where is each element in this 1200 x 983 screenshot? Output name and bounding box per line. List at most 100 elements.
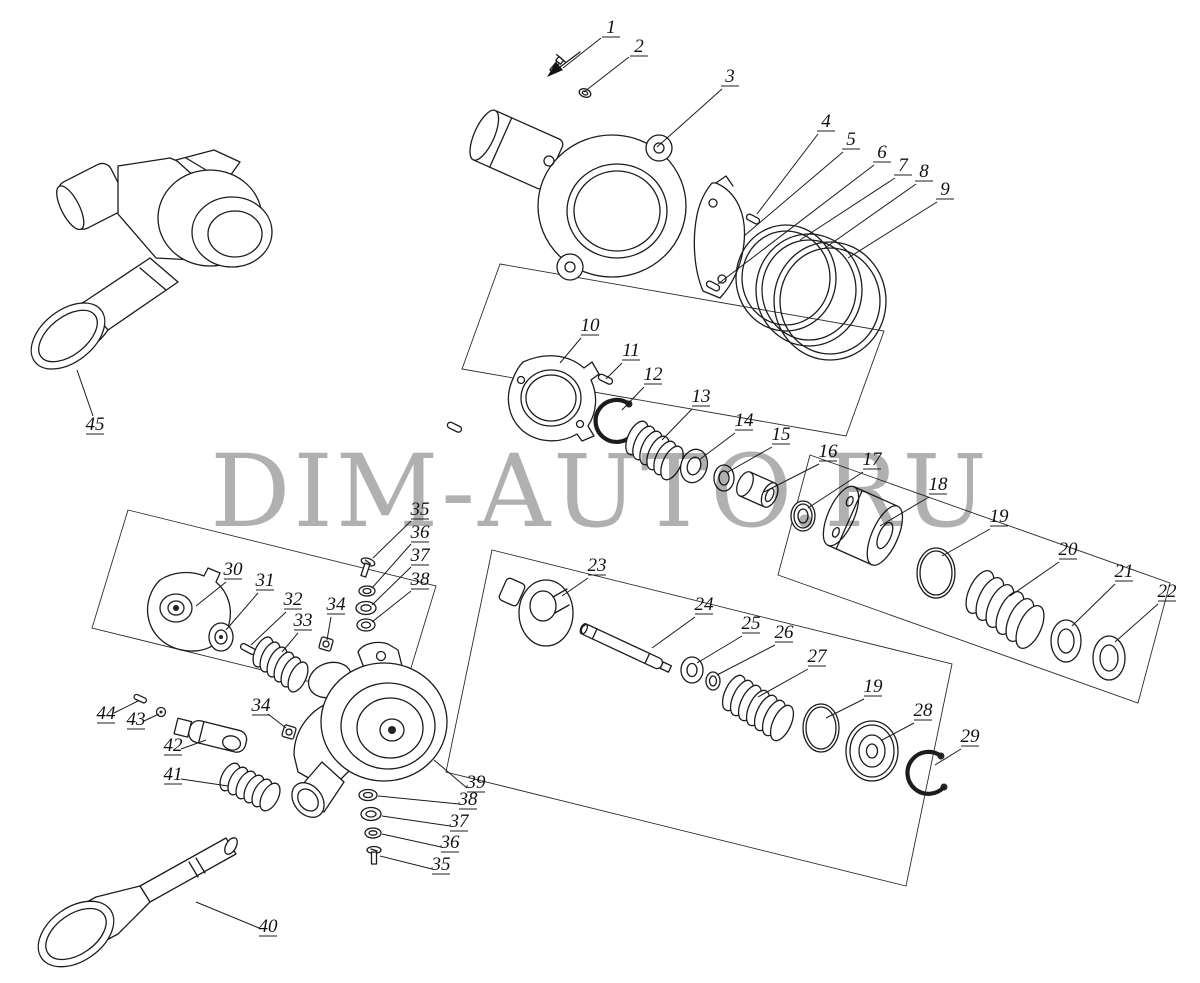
leader-line-21 <box>1071 583 1116 627</box>
washer-38 <box>356 618 376 632</box>
part-label-1: 1 <box>606 17 616 38</box>
part-label-17: 17 <box>863 449 884 470</box>
part-label-26: 26 <box>775 622 795 643</box>
leader-line-20 <box>1009 561 1060 597</box>
part-label-19: 19 <box>990 506 1010 527</box>
part-label-10: 10 <box>581 315 601 336</box>
cylinder-housing-3 <box>469 109 687 281</box>
cover-disc-30 <box>146 567 231 652</box>
leader-line-13 <box>661 408 693 441</box>
part-label-20: 20 <box>1059 539 1079 560</box>
washer-31 <box>208 622 234 652</box>
part-label-2: 2 <box>634 36 644 57</box>
leader-line-44 <box>113 700 139 714</box>
part-label-35: 35 <box>410 499 430 520</box>
washer-14 <box>679 448 709 484</box>
leader-line-24 <box>651 616 696 649</box>
part-label-33: 33 <box>293 610 313 631</box>
part-label-11: 11 <box>622 340 640 361</box>
leader-line-34 <box>326 616 332 641</box>
leader-line-27 <box>757 668 809 698</box>
leader-line-34 <box>267 713 287 729</box>
washer-37b <box>360 806 382 822</box>
diaphragm-28 <box>845 720 899 782</box>
part-label-35: 35 <box>431 854 451 875</box>
screw-35 <box>360 557 376 578</box>
spring-27 <box>721 674 795 742</box>
leader-line-10 <box>559 337 582 364</box>
circlip-29 <box>905 749 948 796</box>
nut-34b <box>281 724 297 740</box>
leader-line-30 <box>195 581 227 607</box>
leader-line-45 <box>76 369 94 417</box>
leader-line-25 <box>696 635 743 664</box>
washer-36b <box>364 827 382 839</box>
leader-line-19 <box>825 698 865 719</box>
part-label-45: 45 <box>86 414 105 435</box>
leader-line-15 <box>727 446 773 473</box>
valve-16 <box>736 471 779 508</box>
part-label-15: 15 <box>772 424 791 445</box>
part-label-36: 36 <box>440 832 461 853</box>
part-label-34: 34 <box>251 695 272 716</box>
part-label-27: 27 <box>808 646 829 667</box>
group-boxes <box>91 263 1171 887</box>
leader-line-43 <box>143 713 160 722</box>
part-label-16: 16 <box>819 441 839 462</box>
leader-line-42 <box>180 739 207 750</box>
ring-19 <box>916 547 956 599</box>
ring-26 <box>705 671 721 691</box>
part-label-37: 37 <box>410 545 432 566</box>
part-label-19: 19 <box>864 676 884 697</box>
part-label-24: 24 <box>695 594 715 615</box>
part-label-43: 43 <box>127 709 146 730</box>
valve-body-42 <box>173 717 248 753</box>
leader-line-35 <box>379 855 433 870</box>
leader-line-40 <box>195 901 260 929</box>
part-label-34: 34 <box>326 594 347 615</box>
part-label-21: 21 <box>1115 561 1134 582</box>
pin-6 <box>705 280 721 292</box>
leader-line-23 <box>561 577 589 597</box>
leader-line-35 <box>372 520 412 559</box>
leader-line-19 <box>941 528 991 557</box>
leader-line-36 <box>371 543 412 589</box>
leader-line-3 <box>656 88 723 148</box>
leader-line-4 <box>756 133 819 215</box>
leader-line-28 <box>881 722 915 741</box>
leader-line-22 <box>1114 603 1159 643</box>
leader-line-9 <box>847 201 938 259</box>
part-label-7: 7 <box>898 155 909 176</box>
part-label-5: 5 <box>846 129 856 150</box>
part-label-25: 25 <box>742 613 761 634</box>
shaft-24 <box>579 623 673 673</box>
leader-line-2 <box>583 56 630 93</box>
part-label-8: 8 <box>919 161 929 182</box>
leader-line-41 <box>180 778 229 787</box>
leader-line-29 <box>934 748 962 766</box>
washer-37 <box>355 600 377 616</box>
spring-20 <box>965 569 1045 650</box>
washer-25 <box>680 656 704 684</box>
part-label-30: 30 <box>223 559 244 580</box>
direction-arrow <box>547 51 581 77</box>
spring-13 <box>625 420 684 481</box>
ring-19b <box>802 703 840 753</box>
group-box-lower <box>445 549 953 887</box>
washer-17 <box>790 500 816 532</box>
part-label-38: 38 <box>458 789 479 810</box>
horn-40 <box>37 837 238 968</box>
washer-21 <box>1050 619 1082 663</box>
part-label-3: 3 <box>724 66 735 87</box>
leader-line-11 <box>605 362 623 380</box>
pin-11b <box>446 421 463 433</box>
part-label-6: 6 <box>877 142 887 163</box>
spring-41 <box>219 762 281 812</box>
part-label-39: 39 <box>466 772 487 793</box>
leader-line-37 <box>381 815 451 827</box>
part-label-22: 22 <box>1158 581 1178 602</box>
part-label-38: 38 <box>410 569 431 590</box>
part-label-32: 32 <box>283 589 304 610</box>
